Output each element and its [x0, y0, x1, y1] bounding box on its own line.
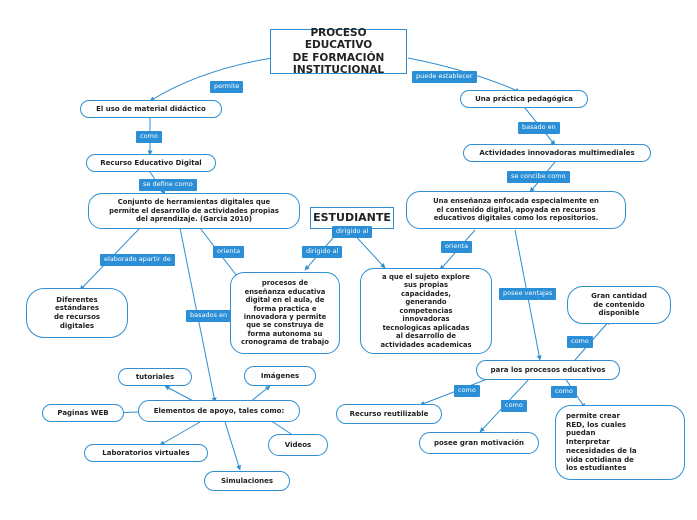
node-sujeto-explore: a que el sujeto explore sus propias capa… — [360, 268, 492, 354]
node-laboratorios: Laboratorios virtuales — [84, 444, 208, 462]
label-como-3: como — [454, 385, 480, 397]
node-tutoriales: tutoriales — [118, 368, 192, 386]
label-dirigido-al: dirigido al — [302, 246, 343, 258]
label-dirigido-al-top: dirigido al — [332, 226, 373, 238]
node-gran-motivacion: posee gran motivación — [419, 432, 539, 454]
label-elaborado-apartir: elaborado apartir de — [100, 254, 175, 266]
node-material-didactico: El uso de material didáctico — [80, 100, 222, 118]
node-videos: Videos — [268, 434, 328, 456]
label-como-2: como — [567, 336, 593, 348]
node-procesos-ensenanza: procesos de enseñanza educativa digital … — [230, 272, 340, 354]
node-diferentes-estandares: Diferentes estándares de recursos digita… — [26, 288, 128, 338]
label-orienta-2: orienta — [441, 241, 473, 253]
node-title: PROCESO EDUCATIVO DE FORMACIÓN INSTITUCI… — [270, 27, 407, 76]
node-estudiante: ESTUDIANTE — [310, 207, 394, 229]
node-simulaciones: Simulaciones — [204, 471, 290, 491]
node-paginas-web: Paginas WEB — [42, 404, 124, 422]
label-como-1: como — [136, 131, 162, 143]
node-practica-pedagogica: Una práctica pedagógica — [460, 90, 588, 108]
node-recurso-educativo: Recurso Educativo Digital — [86, 154, 216, 172]
label-permite: permite — [210, 81, 244, 93]
node-recurso-reutilizable: Recurso reutilizable — [336, 404, 442, 424]
label-basado-en: basado en — [518, 122, 560, 134]
label-se-concibe-como: se concibe como — [507, 171, 570, 183]
node-ensenanza-digital: Una enseñanza enfocada especialmente en … — [406, 191, 626, 229]
label-como-4: como — [551, 386, 577, 398]
label-puede-establecer: puede establecer — [412, 71, 477, 83]
node-actividades-multimediales: Actividades innovadoras multimediales — [463, 144, 651, 162]
label-basados-en: basados en — [186, 310, 232, 322]
node-conjunto-herramientas: Conjunto de herramientas digitales que p… — [88, 193, 300, 229]
label-orienta-1: orienta — [213, 246, 245, 258]
label-posee-ventajas: posee ventajas — [499, 288, 557, 300]
node-procesos-educativos: para los procesos educativos — [476, 360, 620, 380]
node-permite-crear-red: permite crear RED, los cuales puedan Int… — [555, 405, 685, 480]
label-como-5: como — [501, 400, 527, 412]
node-gran-cantidad: Gran cantidad de contenido disponible — [567, 286, 671, 324]
node-imagenes: Imágenes — [244, 366, 316, 386]
node-elementos-apoyo: Elementos de apoyo, tales como: — [138, 400, 300, 422]
label-se-define-como: se define como — [139, 179, 197, 191]
